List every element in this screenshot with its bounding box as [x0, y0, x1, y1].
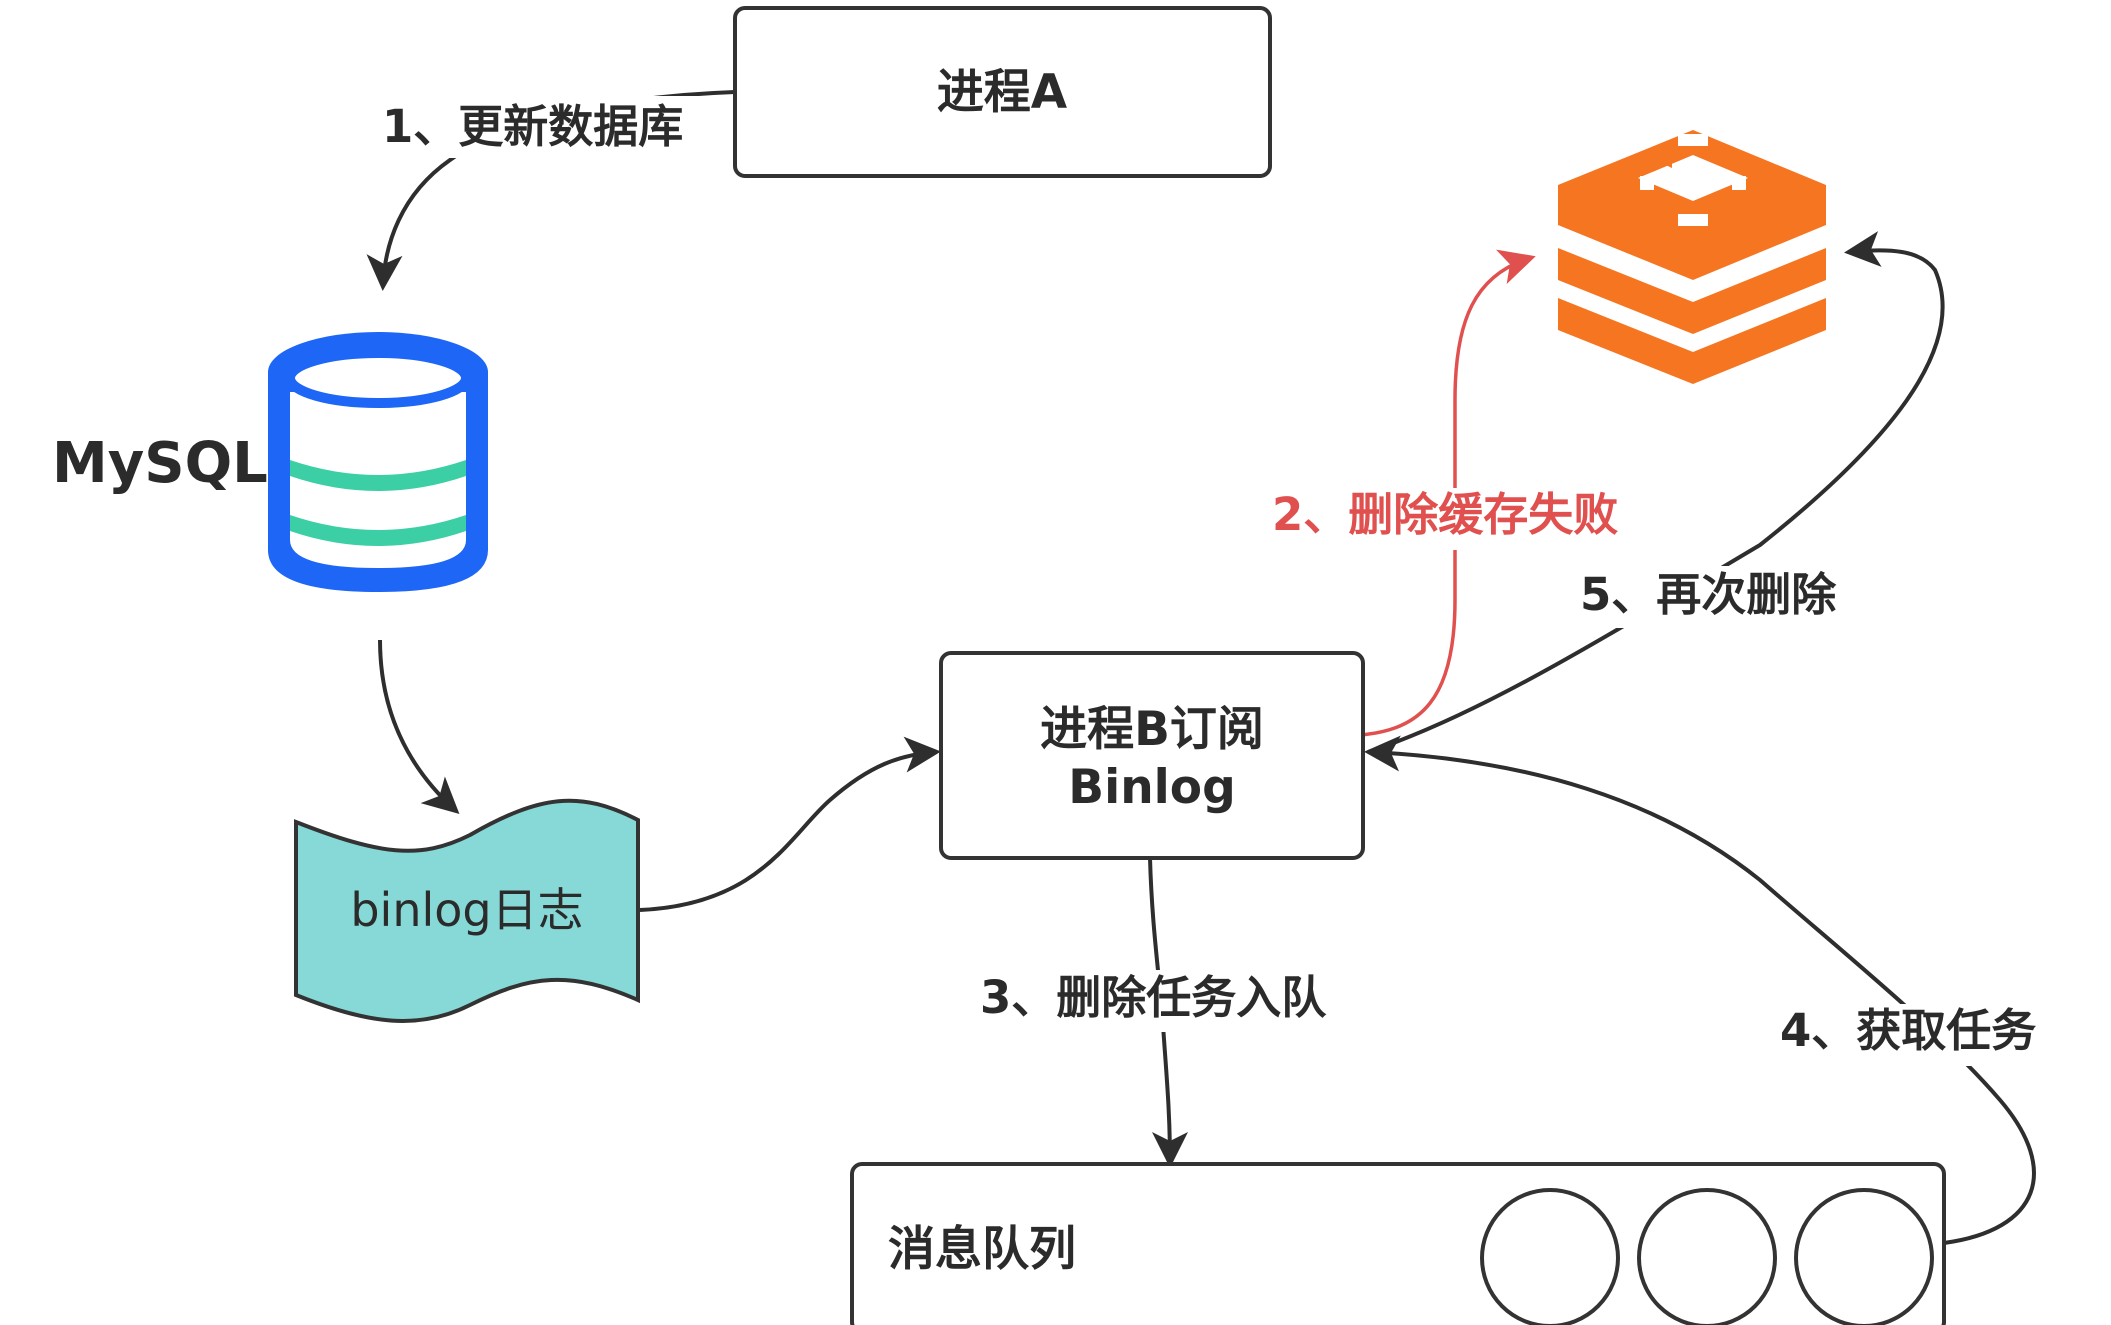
message-queue-node: 消息队列: [850, 1162, 1946, 1325]
label-step4: 4、获取任务: [1780, 1004, 2036, 1057]
edge-delete-cache-failed: [1359, 249, 1536, 737]
binlog-document-shape: [294, 798, 640, 1024]
label-step5: 5、再次删除: [1580, 568, 1837, 621]
label-step3: 3、删除任务入队: [980, 971, 1327, 1024]
database-icon: [268, 332, 488, 592]
label-step2: 2、删除缓存失败: [1272, 488, 1618, 541]
process-a-label: 进程A: [937, 65, 1068, 120]
edge-mysql-to-binlog: [378, 639, 460, 815]
mysql-label: MySQL: [52, 431, 268, 496]
mysql-node: MySQL: [52, 332, 488, 592]
edge-fetch-task: [1364, 735, 2036, 1245]
queue-slot-2: [1637, 1188, 1777, 1325]
binlog-label: binlog日志: [350, 883, 583, 937]
label-step1: 1、更新数据库: [382, 100, 683, 153]
edge-binlog-to-process-b: [639, 736, 941, 912]
message-queue-label: 消息队列: [888, 1222, 1076, 1277]
process-b-node: 进程B订阅 Binlog: [939, 651, 1365, 860]
process-a-node: 进程A: [733, 6, 1272, 178]
queue-slot-1: [1480, 1188, 1620, 1325]
binlog-node: binlog日志: [294, 798, 640, 1024]
process-b-label-line2: Binlog: [1068, 760, 1235, 815]
process-b-label-line1: 进程B订阅: [1040, 702, 1264, 757]
redis-cache-icon: [1558, 130, 1826, 384]
edge-delete-again: [1367, 231, 1945, 754]
queue-slot-3: [1794, 1188, 1934, 1325]
